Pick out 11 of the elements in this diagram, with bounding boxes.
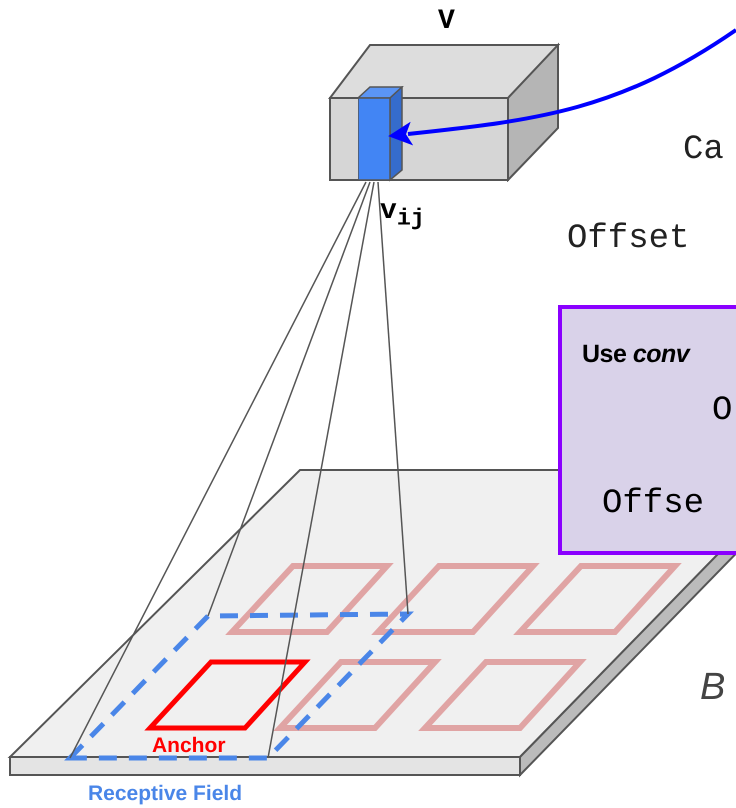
code-text: Ca <box>683 133 724 167</box>
panel-heading: Use conv <box>582 342 690 367</box>
receptive-field-label: Receptive Field <box>88 783 242 804</box>
column-label: v$_{ij}$ <box>380 198 425 232</box>
tensor-label: V <box>438 8 455 36</box>
caption-text: B <box>700 668 726 706</box>
code-text: Offset <box>567 222 690 256</box>
anchor-label: Anchor <box>152 735 226 756</box>
panel-text: Offse <box>602 487 704 521</box>
panel-text: O <box>712 394 732 428</box>
curved-arrow <box>388 28 736 146</box>
